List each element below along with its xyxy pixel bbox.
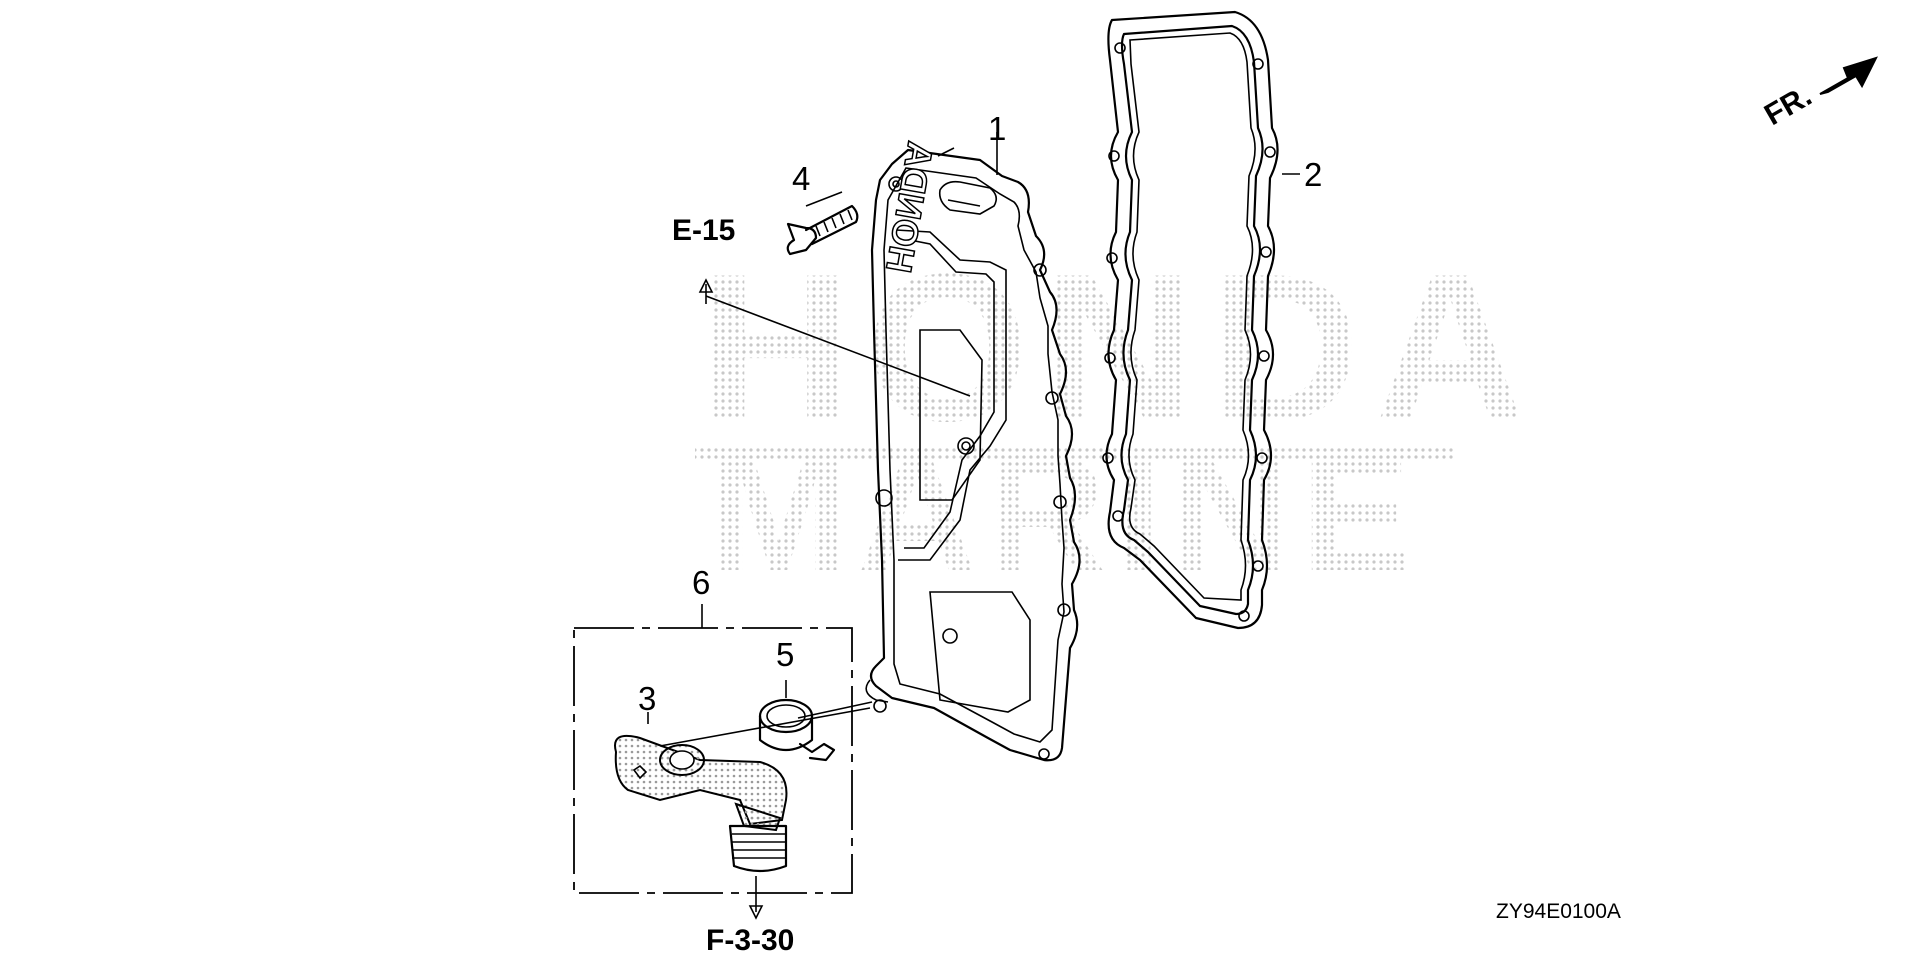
watermark-divider	[695, 448, 1455, 460]
part-6-assembly-box	[573, 627, 853, 894]
ref-f330: F-3-30	[706, 924, 794, 957]
part-5-clamp	[758, 698, 836, 762]
callout-4: 4	[792, 160, 810, 197]
part-3-breather-tube	[614, 734, 788, 873]
callout-3: 3	[638, 680, 656, 717]
part-2-gasket	[1102, 10, 1279, 630]
callout-5: 5	[776, 636, 794, 673]
callout-1: 1	[988, 110, 1006, 147]
callout-6: 6	[692, 564, 710, 601]
part-4-bolt	[786, 204, 859, 256]
leader-lines	[647, 132, 1300, 920]
diagram-code: ZY94E0100A	[1496, 900, 1621, 923]
front-arrow-icon	[1819, 56, 1878, 95]
watermark-line2: MARINE	[710, 421, 1421, 605]
callout-2: 2	[1304, 156, 1322, 193]
front-indicator: FR.	[1759, 56, 1878, 132]
ref-e15: E-15	[672, 214, 735, 247]
front-indicator-label: FR.	[1759, 79, 1817, 132]
